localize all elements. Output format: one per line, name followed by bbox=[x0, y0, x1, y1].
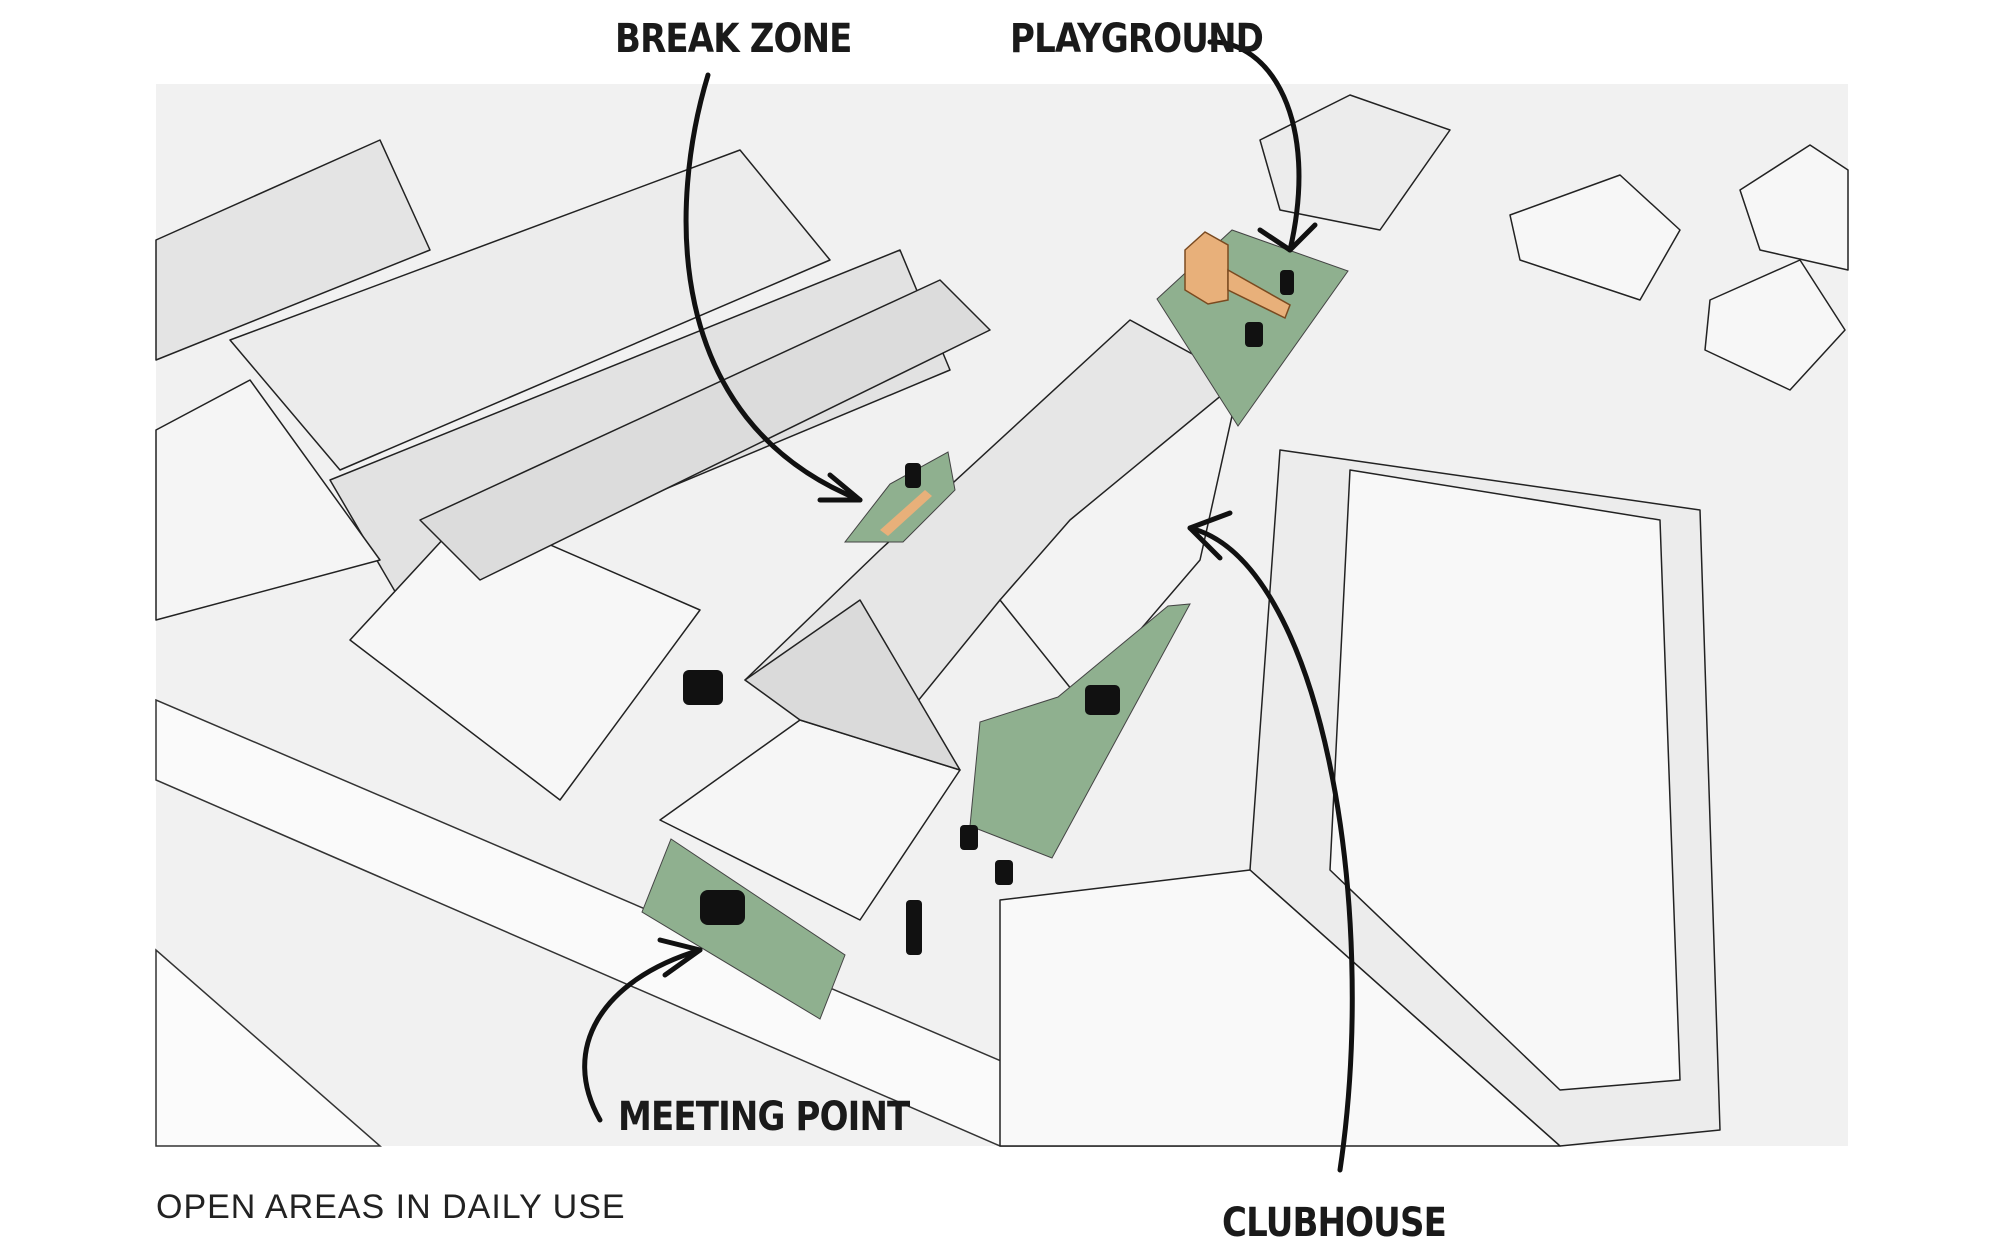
meeting-point-label: MEETING POINT bbox=[618, 1094, 910, 1140]
people-silhouettes bbox=[683, 270, 1294, 955]
buildings bbox=[155, 94, 1849, 1147]
playground-slide bbox=[1227, 268, 1291, 320]
break-zone-area bbox=[843, 451, 956, 543]
arrows bbox=[582, 39, 1355, 1173]
break-zone-arrow bbox=[683, 72, 863, 503]
playground-structure bbox=[1184, 231, 1229, 305]
courtyard-area bbox=[969, 603, 1191, 859]
figure-caption: OPEN AREAS IN DAILY USE bbox=[156, 1188, 626, 1226]
meeting-point-arrow bbox=[582, 947, 703, 1123]
break-zone-benches bbox=[880, 490, 932, 536]
clubhouse-arrow bbox=[1187, 525, 1355, 1173]
playground-label: PLAYGROUND bbox=[1010, 16, 1264, 62]
break-zone-label: BREAK ZONE bbox=[615, 16, 852, 62]
meeting-point-area bbox=[641, 838, 846, 1020]
playground-arrow bbox=[1207, 39, 1302, 253]
clubhouse-label: CLUBHOUSE bbox=[1222, 1200, 1447, 1246]
